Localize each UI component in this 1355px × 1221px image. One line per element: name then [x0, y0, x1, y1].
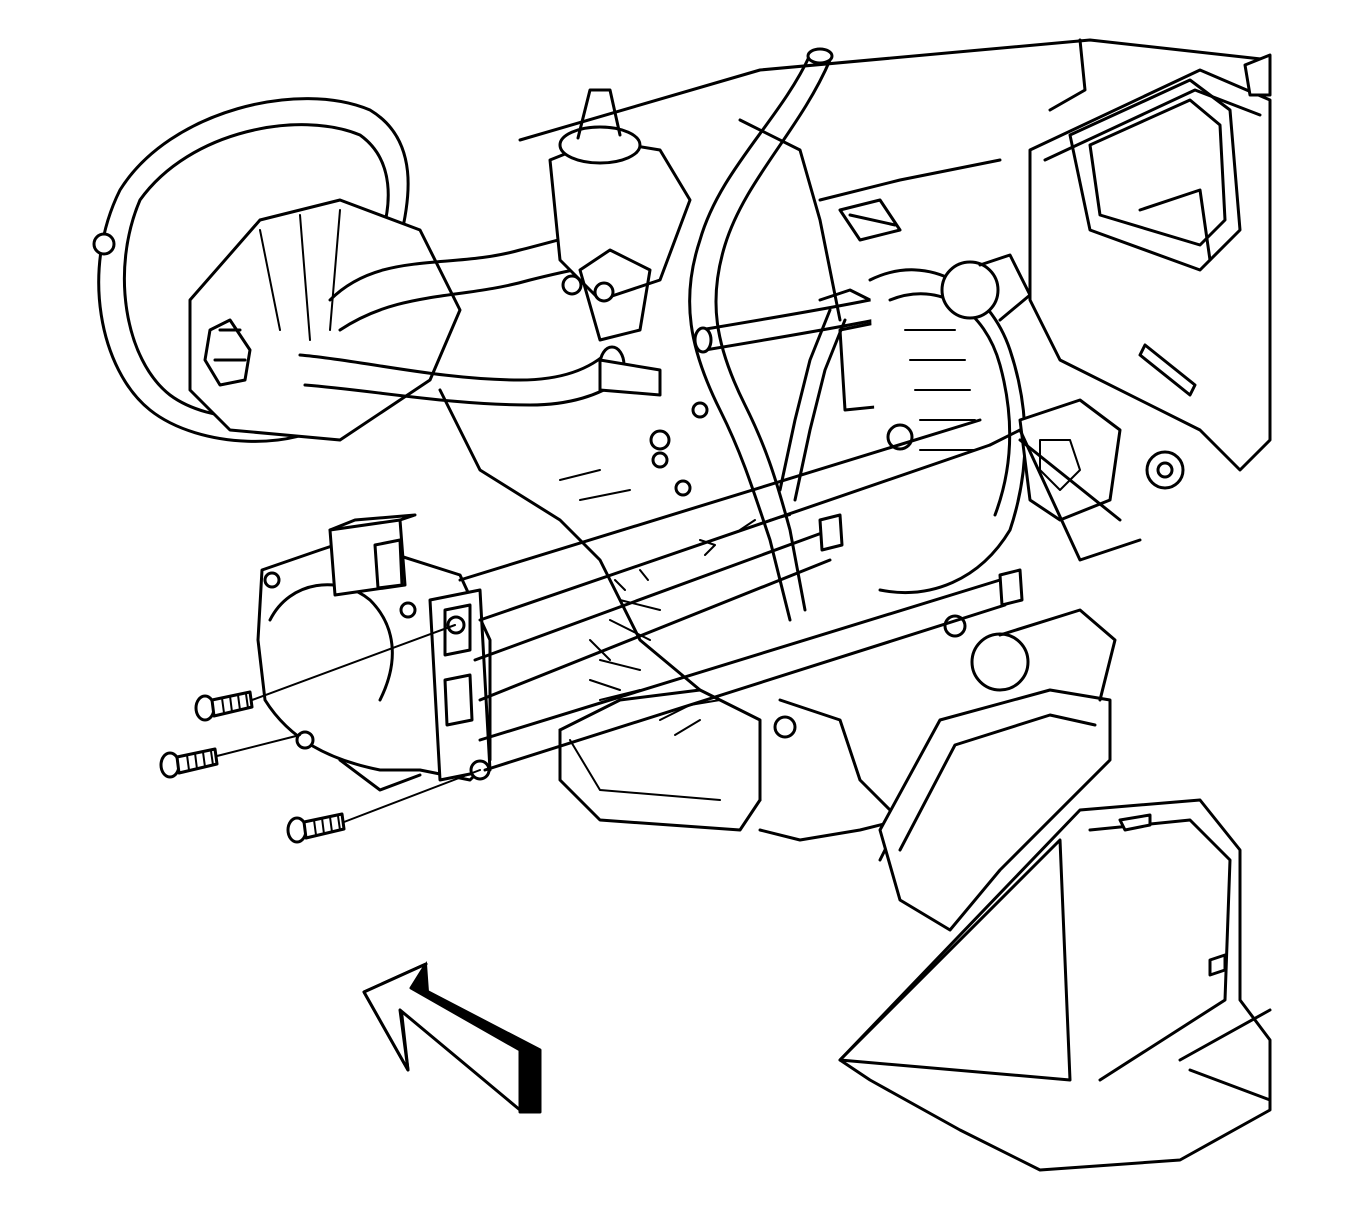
actuator-screws — [159, 690, 346, 844]
blower-motor-housing — [92, 97, 462, 443]
mode-door-actuator — [256, 513, 492, 792]
screw-middle — [159, 747, 219, 779]
floor-duct — [838, 608, 1272, 1172]
screw-upper — [194, 690, 254, 722]
forward-arrow-icon — [362, 960, 542, 1114]
heater-hoses — [298, 88, 692, 407]
air-outlet-duct — [838, 38, 1272, 472]
vacuum-tube — [688, 47, 877, 622]
hvac-housing — [438, 38, 1272, 862]
alignment-lines — [216, 418, 1142, 823]
screw-lower — [286, 812, 346, 844]
